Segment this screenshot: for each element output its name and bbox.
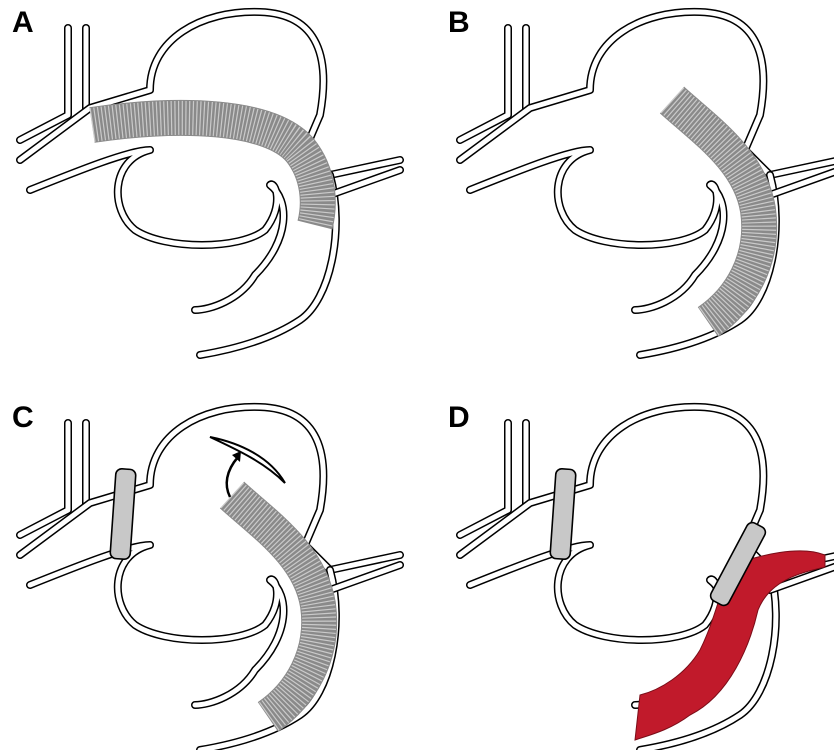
vessel-anatomy: [460, 12, 834, 355]
panel-label-d: D: [448, 401, 470, 434]
panel-c: C: [12, 401, 400, 750]
panel-d: D: [448, 401, 834, 750]
panel-b: B: [448, 6, 834, 355]
intimal-flap: [210, 437, 285, 483]
vessel-anatomy: [20, 12, 400, 355]
panel-label-a: A: [12, 6, 34, 39]
panel-label-c: C: [12, 401, 34, 434]
vessel-anatomy: [20, 407, 400, 750]
panel-a: A: [12, 6, 400, 355]
panel-label-b: B: [448, 6, 470, 39]
